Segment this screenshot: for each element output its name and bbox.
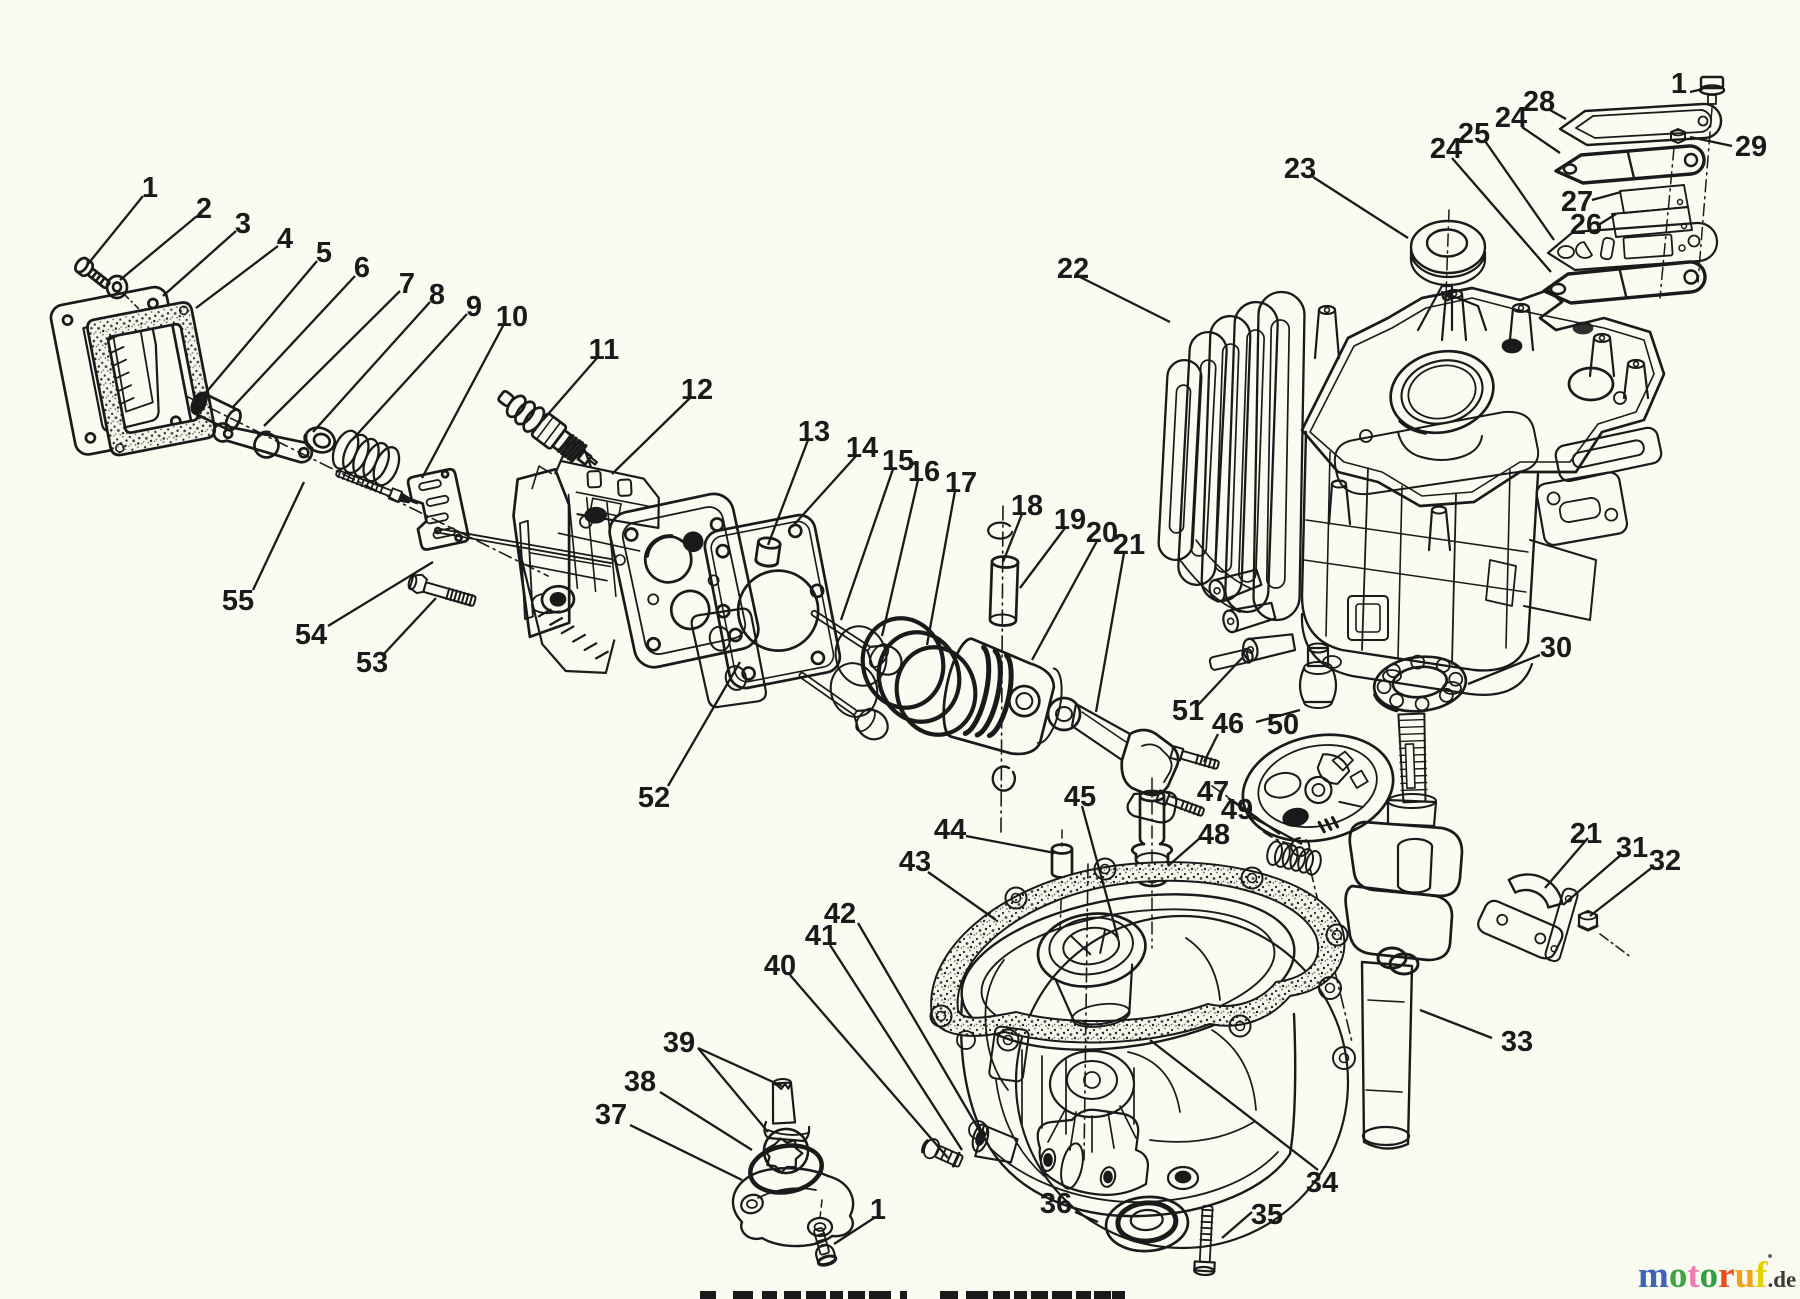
svg-text:42: 42 — [824, 898, 856, 930]
svg-text:52: 52 — [638, 782, 670, 814]
svg-text:48: 48 — [1198, 819, 1230, 851]
svg-text:19: 19 — [1054, 504, 1086, 536]
svg-text:24: 24 — [1495, 102, 1527, 134]
svg-text:27: 27 — [1561, 186, 1593, 218]
svg-text:6: 6 — [354, 252, 370, 284]
svg-text:46: 46 — [1212, 708, 1244, 740]
svg-text:9: 9 — [466, 291, 482, 323]
svg-text:51: 51 — [1172, 695, 1204, 727]
svg-text:25: 25 — [1458, 118, 1490, 150]
svg-text:38: 38 — [624, 1066, 656, 1098]
svg-text:53: 53 — [356, 647, 388, 679]
svg-text:15: 15 — [882, 445, 914, 477]
svg-text:1: 1 — [142, 172, 158, 204]
svg-text:35: 35 — [1251, 1199, 1283, 1231]
svg-text:23: 23 — [1284, 153, 1316, 185]
svg-text:21: 21 — [1570, 818, 1602, 850]
svg-text:8: 8 — [429, 279, 445, 311]
svg-text:41: 41 — [805, 920, 837, 952]
svg-text:30: 30 — [1540, 632, 1572, 664]
svg-text:29: 29 — [1735, 131, 1767, 163]
svg-text:43: 43 — [899, 846, 931, 878]
svg-text:26: 26 — [1570, 209, 1602, 241]
svg-text:5: 5 — [316, 237, 332, 269]
svg-text:16: 16 — [908, 456, 940, 488]
svg-text:31: 31 — [1616, 832, 1648, 864]
svg-text:20: 20 — [1086, 517, 1118, 549]
svg-text:13: 13 — [798, 416, 830, 448]
svg-text:motoruf.de: motoruf.de — [1638, 1255, 1796, 1296]
svg-text:12: 12 — [681, 374, 713, 406]
svg-text:34: 34 — [1306, 1167, 1338, 1199]
svg-text:18: 18 — [1011, 490, 1043, 522]
svg-text:21: 21 — [1113, 529, 1145, 561]
svg-text:2: 2 — [196, 193, 212, 225]
svg-text:22: 22 — [1057, 253, 1089, 285]
svg-text:3: 3 — [235, 208, 251, 240]
svg-text:14: 14 — [846, 432, 878, 464]
svg-text:44: 44 — [934, 814, 966, 846]
svg-text:37: 37 — [595, 1099, 627, 1131]
svg-text:7: 7 — [399, 268, 415, 300]
svg-text:1: 1 — [1671, 68, 1687, 100]
svg-text:39: 39 — [663, 1027, 695, 1059]
svg-text:33: 33 — [1501, 1026, 1533, 1058]
svg-text:49: 49 — [1221, 794, 1253, 826]
svg-text:11: 11 — [589, 334, 620, 366]
svg-text:17: 17 — [945, 467, 977, 499]
svg-text:47: 47 — [1197, 776, 1229, 808]
svg-text:36: 36 — [1040, 1188, 1072, 1220]
svg-text:28: 28 — [1523, 86, 1555, 118]
svg-text:40: 40 — [764, 950, 796, 982]
svg-text:54: 54 — [295, 619, 327, 651]
svg-text:4: 4 — [277, 223, 293, 255]
svg-text:55: 55 — [222, 585, 254, 617]
svg-text:50: 50 — [1267, 709, 1299, 741]
svg-text:10: 10 — [496, 301, 528, 333]
svg-text:24: 24 — [1430, 133, 1462, 165]
svg-text:45: 45 — [1064, 781, 1096, 813]
svg-text:1: 1 — [870, 1194, 886, 1226]
svg-text:32: 32 — [1649, 845, 1681, 877]
